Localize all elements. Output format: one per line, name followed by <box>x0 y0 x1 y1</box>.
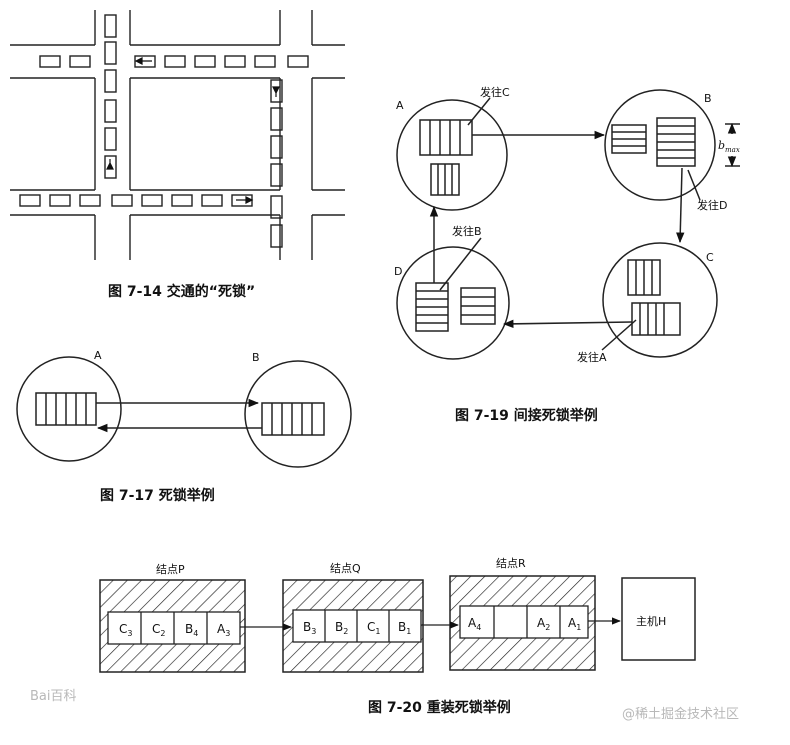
fig-7-19-node-c-label: C <box>706 251 714 264</box>
send-to-a-label: 发往A <box>577 350 607 364</box>
node-c-circle <box>602 242 718 358</box>
fig-7-14-traffic-deadlock <box>10 10 345 260</box>
packet-cell: A4 <box>468 616 481 632</box>
packet-cell: A1 <box>568 616 581 632</box>
fig-7-17-caption: 图 7-17 死锁举例 <box>100 487 215 504</box>
packet-cell: C3 <box>119 622 132 638</box>
node-b-circle <box>604 89 716 201</box>
node-q-label: 结点Q <box>330 562 361 575</box>
traffic-direction-arrows <box>106 57 280 204</box>
node-p-label: 结点P <box>156 563 185 576</box>
watermark-baike: Bai百科 <box>30 689 77 704</box>
node-b-circle <box>244 360 352 468</box>
bmax-label: bmax <box>718 139 740 154</box>
fig-7-19-node-a-label: A <box>396 99 404 112</box>
node-d-circle <box>396 246 510 360</box>
watermark-juejin: @稀土掘金技术社区 <box>622 706 739 722</box>
host-h-box <box>621 577 696 661</box>
packet-cell: A2 <box>537 616 550 632</box>
fig-7-20-caption: 图 7-20 重装死锁举例 <box>368 699 511 716</box>
send-to-b-label: 发往B <box>452 224 482 238</box>
fig-7-19-node-b-label: B <box>704 92 712 105</box>
fig-7-14-caption: 图 7-14 交通的“死锁” <box>108 283 255 300</box>
packet-cell: B2 <box>335 620 348 636</box>
send-to-c-label: 发往C <box>480 85 510 99</box>
packet-cell: C1 <box>367 620 380 636</box>
node-a-circle <box>16 356 122 462</box>
packet-cell: C2 <box>152 622 165 638</box>
host-h-label: 主机H <box>636 614 666 628</box>
fig-7-17-node-a-label: A <box>94 349 102 362</box>
packet-cell: B4 <box>185 622 198 638</box>
fig-7-20-reassembly-deadlock <box>99 575 696 673</box>
fig-7-19-caption: 图 7-19 间接死锁举例 <box>455 407 598 424</box>
node-a-circle <box>396 99 508 211</box>
fig-7-19-node-d-label: D <box>394 265 402 278</box>
packet-cell: B1 <box>398 620 411 636</box>
fig-7-19-indirect-deadlock <box>396 89 740 360</box>
fig-7-17-deadlock-example <box>16 356 352 468</box>
send-to-d-label: 发往D <box>697 198 727 212</box>
fig-7-17-node-b-label: B <box>252 351 260 364</box>
node-r-label: 结点R <box>496 557 526 570</box>
packet-cell: A3 <box>217 622 230 638</box>
packet-cell: B3 <box>303 620 316 636</box>
